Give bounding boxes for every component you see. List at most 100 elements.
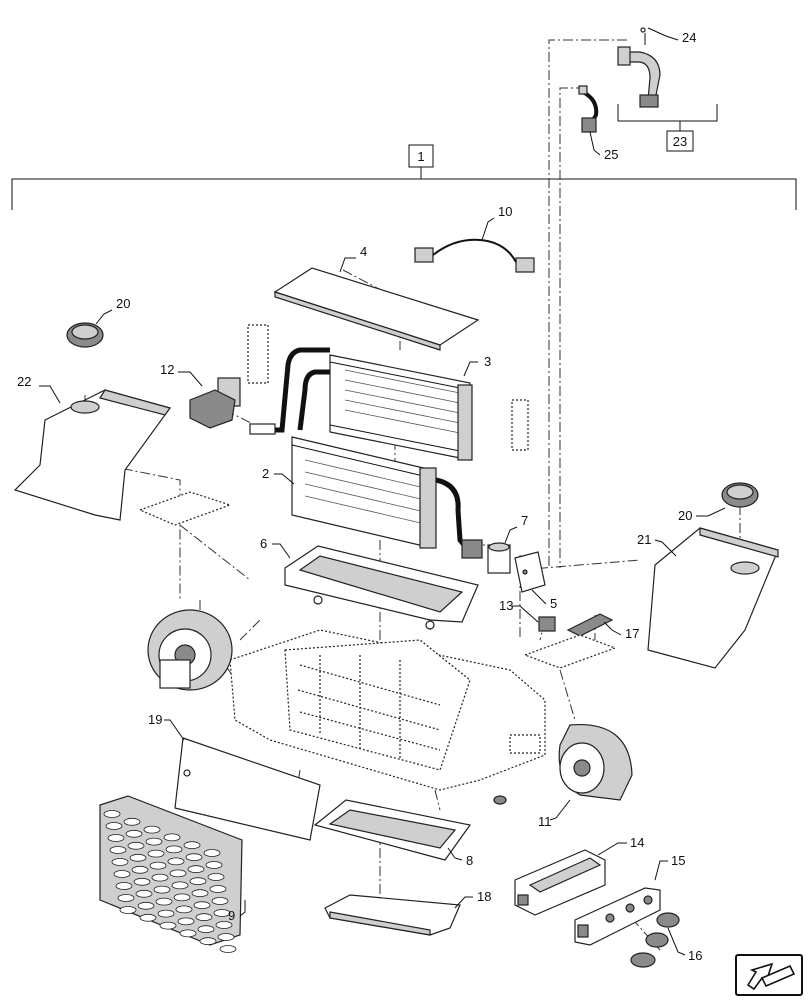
callout-label-9: 9 <box>228 908 235 923</box>
grille-slot <box>117 894 135 902</box>
part-25-hose <box>578 85 599 133</box>
callout-leader <box>647 27 679 41</box>
grille-slot <box>111 858 129 866</box>
part-3-core <box>265 347 473 461</box>
callout-leader <box>512 605 539 623</box>
grille-slot <box>215 921 233 929</box>
part-8-frame <box>313 799 472 861</box>
grille-slot <box>109 846 127 854</box>
grille-slot <box>213 909 231 917</box>
callout-label-16: 16 <box>688 948 702 963</box>
grille-slot <box>191 889 209 898</box>
callout-leader <box>667 927 686 956</box>
callout-leader <box>531 589 547 605</box>
main-housing <box>229 629 546 791</box>
part-19-panel <box>174 737 321 841</box>
part-15-panel <box>574 887 661 946</box>
assembly-callout-label: 1 <box>417 149 424 164</box>
grille-slot <box>173 893 191 902</box>
callout-leader <box>339 257 356 273</box>
grille-slot <box>187 865 205 874</box>
callout-label-15: 15 <box>671 853 685 868</box>
grille-slot <box>155 897 173 906</box>
callout-label-4: 4 <box>360 244 367 259</box>
grille-slot <box>129 853 147 862</box>
grille-slot <box>135 889 153 898</box>
grille-slot <box>177 917 195 926</box>
part-20-right-knob <box>721 482 759 508</box>
callout-leader <box>597 842 627 856</box>
grille-slot <box>153 885 171 894</box>
part-20-left-knob <box>66 322 104 348</box>
part-6-pan <box>284 545 479 630</box>
next-arrow-icon[interactable] <box>735 954 803 996</box>
grille-slot <box>151 873 169 882</box>
callout-label-14: 14 <box>630 835 644 850</box>
callout-leader <box>696 507 726 517</box>
part-13-relay <box>538 616 556 632</box>
grille-slot <box>127 841 145 850</box>
callout-label-7: 7 <box>521 513 528 528</box>
grille-slot <box>211 897 229 905</box>
callout-label-21: 21 <box>637 532 651 547</box>
grille-slot <box>199 937 217 946</box>
grille-slot <box>139 913 157 922</box>
callout-label-10: 10 <box>498 204 512 219</box>
part-18-filter <box>324 894 461 936</box>
part-10-harness <box>414 238 535 273</box>
callout-leader <box>504 526 518 544</box>
callout-leader <box>549 799 571 821</box>
subassembly-callout-box <box>666 130 694 152</box>
callout-leader <box>603 621 622 636</box>
grille-slot <box>219 945 237 953</box>
grille-slot <box>115 882 133 890</box>
grille-slot <box>147 849 165 858</box>
subassembly-callout-label: 23 <box>673 134 687 149</box>
grille-slot <box>145 837 163 846</box>
callout-leader <box>274 473 295 485</box>
part-14-bracket <box>514 849 606 916</box>
side-brackets <box>247 324 529 451</box>
subassembly-bracket: 23 <box>617 104 718 152</box>
callout-label-8: 8 <box>466 853 473 868</box>
callout-label-19: 19 <box>148 712 162 727</box>
grille-slot <box>193 901 211 910</box>
callout-leader <box>272 543 291 559</box>
grille-slot <box>113 870 131 878</box>
grille-slot <box>105 822 123 830</box>
grille-slot <box>169 869 187 878</box>
part-12-valve <box>189 377 276 435</box>
grille-slot <box>149 861 167 870</box>
grille-slot <box>143 825 161 834</box>
grille-slot <box>131 865 149 874</box>
part-16-knobs <box>630 912 680 968</box>
callout-leader <box>454 896 473 909</box>
grille-slot <box>217 933 235 941</box>
callout-leader <box>39 385 61 404</box>
filter-plate-right <box>523 634 617 669</box>
callout-label-25: 25 <box>604 147 618 162</box>
callout-leader <box>239 900 246 917</box>
grille-slot <box>203 849 221 857</box>
callout-label-3: 3 <box>484 354 491 369</box>
callout-leader <box>178 371 203 387</box>
grommet <box>493 795 507 805</box>
grille-slot <box>133 877 151 886</box>
part-2-core <box>291 436 483 559</box>
part-21-shroud <box>647 527 779 669</box>
callout-leader <box>95 309 113 325</box>
callout-leader <box>447 847 463 861</box>
grille-slot <box>183 841 201 850</box>
callout-label-20: 20 <box>678 508 692 523</box>
callout-leader <box>463 361 478 377</box>
callout-label-5: 5 <box>550 596 557 611</box>
callout-leader <box>589 131 601 156</box>
grille-slot <box>119 906 137 914</box>
callout-label-20: 20 <box>116 296 130 311</box>
grille-slot <box>205 861 223 869</box>
grille-slot <box>103 810 121 818</box>
part-23-fitting <box>617 27 661 108</box>
